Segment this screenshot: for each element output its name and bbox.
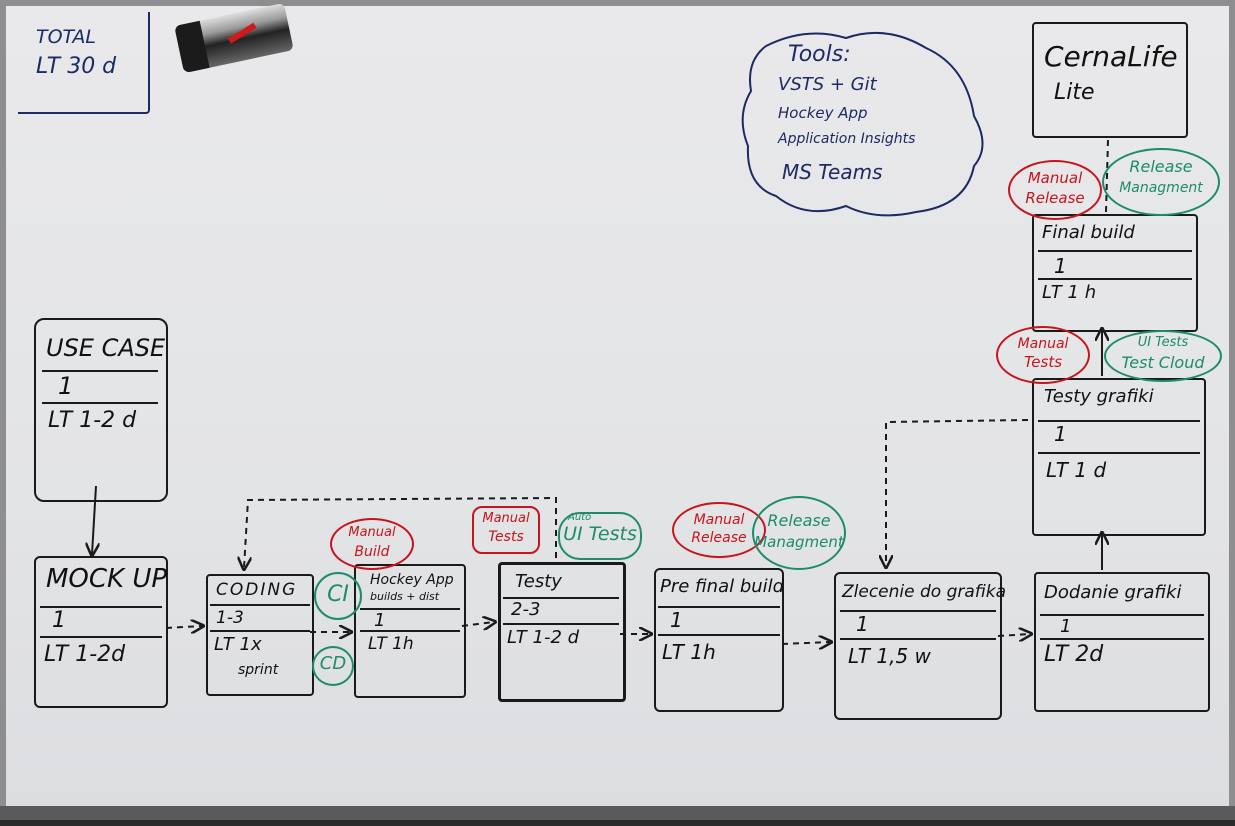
step-lead-time: LT 1 d <box>1046 458 1107 482</box>
step-final-build: Final build 1 LT 1 h <box>1032 214 1198 332</box>
tool-vsts: VSTS + Git <box>778 74 877 95</box>
app-variant: Lite <box>1054 80 1095 105</box>
app-name: CernaLife <box>1044 40 1178 73</box>
step-lead-time: LT 1 h <box>1042 282 1097 303</box>
step-count: 1 <box>1054 422 1067 446</box>
step-count: 1 <box>856 612 869 636</box>
tag-manual-build: Manual Build <box>330 518 414 570</box>
step-title: Dodanie grafiki <box>1044 582 1182 603</box>
step-pre-final-build: Pre final build 1 LT 1h <box>654 568 784 712</box>
step-count: 1-3 <box>216 608 244 628</box>
step-lead-time: LT 1h <box>368 634 414 654</box>
divider <box>210 604 310 606</box>
step-dodanie-grafiki: Dodanie grafiki 1 LT 2d <box>1034 572 1210 712</box>
divider <box>42 402 158 404</box>
step-mock-up: MOCK UP 1 LT 1-2d <box>34 556 168 708</box>
step-testy-grafiki: Testy grafiki 1 LT 1 d <box>1032 378 1206 536</box>
tool-ms-teams: MS Teams <box>782 160 883 184</box>
tag-manual-release: Manual Release <box>672 502 766 558</box>
tag-release-management: Release Managment <box>752 496 846 570</box>
whiteboard-tray <box>0 806 1235 820</box>
divider <box>40 606 162 608</box>
step-lead-time: LT 1x <box>214 634 262 655</box>
step-title: CODING <box>216 580 298 600</box>
step-count: 1 <box>1060 616 1072 637</box>
divider <box>1038 278 1192 280</box>
arrow-testy-loop-coding <box>244 496 557 568</box>
step-lead-time-unit: sprint <box>238 662 279 678</box>
step-lead-time: LT 2d <box>1044 642 1104 667</box>
tag-manual-tests-grafiki: Manual Tests <box>996 326 1090 384</box>
step-lead-time: LT 1-2d <box>44 642 126 667</box>
step-title: MOCK UP <box>46 564 168 594</box>
arrow-prefinal-zlecenie <box>781 642 830 644</box>
divider <box>42 370 158 372</box>
divider <box>840 610 996 612</box>
step-count: 1 <box>1054 254 1067 278</box>
step-title: USE CASE <box>46 334 166 362</box>
divider <box>360 608 460 610</box>
divider <box>360 630 460 632</box>
flow-arrows <box>6 139 1229 812</box>
step-count: 1 <box>58 372 74 400</box>
tag-cd: CD <box>312 646 354 686</box>
divider <box>210 630 310 632</box>
app-name-box: CernaLife Lite <box>1032 22 1188 138</box>
divider <box>40 636 162 638</box>
step-count: 1 <box>52 608 66 633</box>
tag-auto-ui-tests: Auto UI Tests <box>558 512 642 560</box>
step-lead-time: LT 1-2 d <box>48 408 137 433</box>
tag-manual-release-final: Manual Release <box>1008 160 1102 220</box>
step-use-case: USE CASE 1 LT 1-2 d <box>34 318 168 502</box>
divider <box>503 623 619 625</box>
tool-hockey-app: Hockey App <box>778 104 868 122</box>
step-title: Zlecenie do grafika <box>842 582 1007 602</box>
divider <box>658 606 780 608</box>
tool-app-insights: Application Insights <box>778 131 916 147</box>
arrow-testygrafiki-loop-zlecenie <box>886 419 1029 566</box>
step-lead-time: LT 1-2 d <box>507 627 580 648</box>
step-count: 1 <box>374 610 386 631</box>
total-label: TOTAL <box>36 26 97 48</box>
arrow-usecase-mockup <box>92 485 96 554</box>
divider <box>1038 250 1192 252</box>
step-hockey-app: Hockey App builds + dist 1 LT 1h <box>354 564 466 698</box>
tag-ui-tests-test-cloud: UI Tests Test Cloud <box>1104 330 1222 382</box>
divider <box>1038 420 1200 422</box>
tag-manual-tests: Manual Tests <box>472 506 540 554</box>
divider <box>503 597 619 599</box>
step-title: Testy <box>515 571 562 592</box>
arrow-mockup-coding <box>165 626 202 628</box>
divider <box>658 634 780 636</box>
step-title: Hockey App <box>370 572 454 588</box>
divider <box>1040 638 1204 640</box>
step-lead-time: LT 1,5 w <box>848 644 931 668</box>
step-title-sub: builds + dist <box>370 590 440 603</box>
arrow-hockey-testy <box>461 622 494 626</box>
divider <box>1038 452 1200 454</box>
arrow-zlecenie-dodanie <box>997 634 1030 636</box>
tag-release-management-final: Release Managment <box>1102 148 1220 216</box>
total-box: TOTAL LT 30 d <box>18 12 150 114</box>
step-title: Testy grafiki <box>1044 386 1154 407</box>
step-count: 2-3 <box>511 599 541 620</box>
step-title: Pre final build <box>660 576 785 597</box>
step-title: Final build <box>1042 222 1135 243</box>
step-coding: CODING 1-3 LT 1x sprint <box>206 574 314 696</box>
tools-title: Tools: <box>788 42 851 67</box>
total-lead-time: LT 30 d <box>36 54 117 79</box>
step-lead-time: LT 1h <box>662 640 716 664</box>
step-testy: Testy 2-3 LT 1-2 d <box>498 562 626 702</box>
step-zlecenie-do-grafika: Zlecenie do grafika 1 LT 1,5 w <box>834 572 1006 720</box>
divider <box>840 638 996 640</box>
tag-ci: CI <box>314 572 362 620</box>
step-count: 1 <box>670 608 683 632</box>
divider <box>1040 614 1204 616</box>
